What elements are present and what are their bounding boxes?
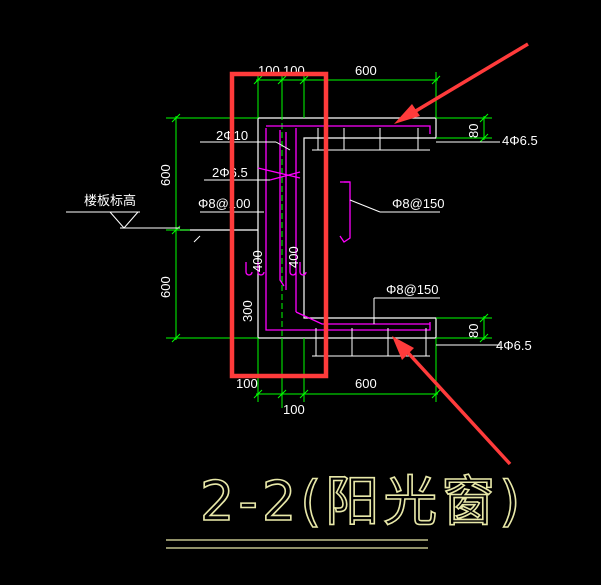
- label-floor-level: 楼板标高: [84, 193, 136, 208]
- dim-left-lower: 600: [158, 276, 173, 298]
- rebar-labels: 2Φ10 2Φ6.5 Φ8@100 Φ8@150 Φ8@150 4Φ6.5 4Φ…: [84, 128, 538, 353]
- dim-inner-400-a: 400: [250, 250, 265, 272]
- label-4d65-lower: 4Φ6.5: [496, 338, 532, 353]
- label-d8-150-upper: Φ8@150: [392, 196, 445, 211]
- label-d8-150-lower: Φ8@150: [386, 282, 439, 297]
- title-underline: [166, 539, 428, 549]
- concrete-outline: [180, 117, 437, 339]
- dimension-lines: [166, 72, 492, 410]
- dim-right-upper: 80: [466, 124, 481, 138]
- dim-inner-400-b: 400: [286, 246, 301, 268]
- dim-bottom-mid: 100: [283, 402, 305, 417]
- arrow-lower: [392, 336, 512, 466]
- arrow-upper: [394, 42, 529, 124]
- dim-bottom-right: 600: [355, 376, 377, 391]
- label-4d65-upper: 4Φ6.5: [502, 133, 538, 148]
- leader-lines: [66, 141, 500, 346]
- bar-dots: [312, 128, 430, 357]
- dim-left-upper: 600: [158, 164, 173, 186]
- dim-bottom-left: 100: [236, 376, 258, 391]
- highlight-box: [229, 71, 329, 379]
- dim-right-lower: 80: [466, 324, 481, 338]
- label-d8-100: Φ8@100: [198, 196, 251, 211]
- drawing-title: 2-2(阳光窗): [200, 470, 524, 533]
- dim-inner-300: 300: [240, 300, 255, 322]
- rebar: [245, 125, 431, 331]
- dim-top-right: 600: [355, 63, 377, 78]
- dimension-texts: 100 100 600 100 100 600 600 600 80 80 40…: [158, 63, 481, 417]
- highlight-annotations: [229, 42, 529, 466]
